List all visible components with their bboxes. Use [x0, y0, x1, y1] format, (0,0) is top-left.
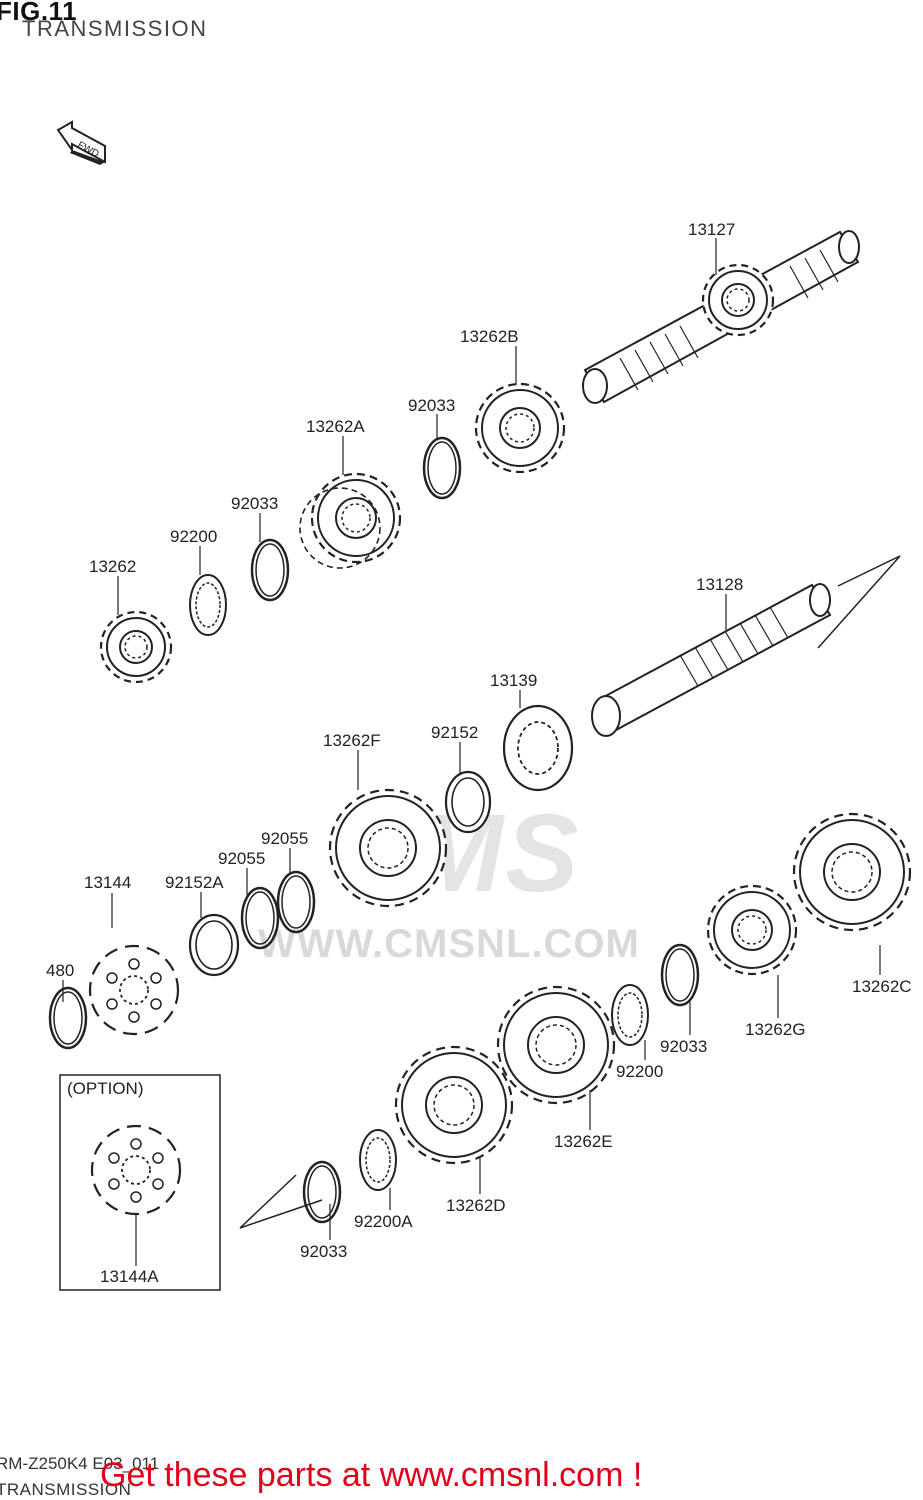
drive-shaft-13128	[591, 583, 832, 737]
footer-subtitle: TRANSMISSION	[0, 1480, 132, 1499]
gear-13262d	[394, 1045, 514, 1165]
gear-13262c	[792, 812, 912, 932]
option-label: (OPTION)	[67, 1079, 144, 1098]
label-92200a: 92200A	[354, 1212, 413, 1231]
diagram-code: RM-Z250K4 E03_011	[0, 1454, 160, 1473]
part-labels: 13127 13262B 92033 13262A 92033 92200 13…	[46, 220, 912, 1286]
label-92152: 92152	[431, 723, 478, 742]
label-13139: 13139	[490, 671, 537, 690]
label-13262e: 13262E	[554, 1132, 613, 1151]
label-480: 480	[46, 961, 74, 980]
watermark-url: WWW.CMSNL.COM	[258, 922, 640, 966]
main-shaft-13127	[582, 230, 860, 404]
label-92033-right: 92033	[660, 1037, 707, 1056]
axis-arrow-icon	[239, 555, 901, 1229]
label-92200: 92200	[170, 527, 217, 546]
washer-92200a	[359, 1129, 397, 1191]
label-13262b: 13262B	[460, 327, 519, 346]
label-13262d: 13262D	[446, 1196, 506, 1215]
label-13262: 13262	[89, 557, 136, 576]
label-13144a: 13144A	[100, 1267, 159, 1286]
clip-92033-mid	[250, 538, 290, 602]
gear-13262f	[328, 788, 448, 908]
bush-92152	[444, 770, 492, 834]
washer-92200-right	[611, 984, 649, 1046]
sprocket-13144a	[90, 1124, 182, 1216]
sprocket-13144	[88, 944, 180, 1036]
gear-13262b	[474, 382, 566, 474]
figure-number: FIG.11	[0, 0, 78, 26]
label-92055-a: 92055	[218, 849, 265, 868]
washer-92200	[189, 574, 227, 636]
fwd-arrow-icon: FWD	[56, 120, 106, 165]
figure-title: TRANSMISSION	[22, 16, 208, 41]
clip-92033-top	[422, 436, 462, 500]
cmsnl-parts-link[interactable]: Get these parts at www.cmsnl.com !	[100, 1456, 643, 1494]
clip-92033-right	[660, 943, 700, 1007]
label-92152a: 92152A	[165, 873, 224, 892]
label-13127: 13127	[688, 220, 735, 239]
label-92055-b: 92055	[261, 829, 308, 848]
oring-92055-b	[276, 870, 316, 934]
label-13144: 13144	[84, 873, 131, 892]
label-13262f: 13262F	[323, 731, 381, 750]
label-13262g: 13262G	[745, 1020, 806, 1039]
label-92033-top: 92033	[408, 396, 455, 415]
label-13262c: 13262C	[852, 977, 912, 996]
hub-13139	[502, 704, 574, 792]
gear-13262a	[310, 472, 402, 564]
bush-92152a	[188, 913, 240, 977]
clip-92033-bottom	[302, 1160, 342, 1224]
label-92033-bottom: 92033	[300, 1242, 347, 1261]
oring-92055-a	[240, 886, 280, 950]
option-box	[59, 1074, 221, 1291]
label-92200-right: 92200	[616, 1062, 663, 1081]
nut-480	[48, 986, 88, 1050]
gear-13262g	[706, 884, 798, 976]
leader-lines	[62, 238, 881, 1266]
label-13262a: 13262A	[306, 417, 365, 436]
gear-13262	[99, 610, 173, 684]
label-92033-mid: 92033	[231, 494, 278, 513]
label-13128: 13128	[696, 575, 743, 594]
gear-13262e	[496, 985, 616, 1105]
